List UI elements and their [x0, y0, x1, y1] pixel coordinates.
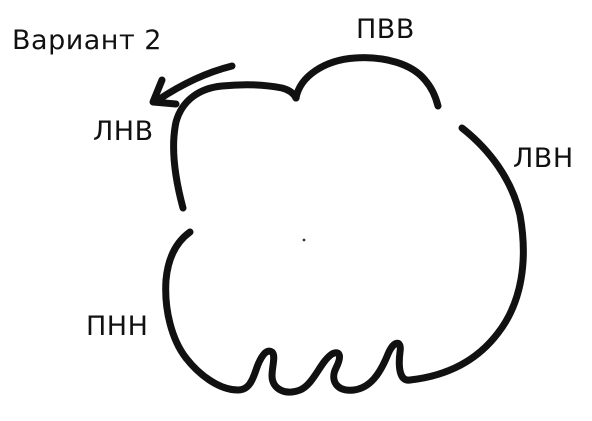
label-pvv: ПВВ [356, 14, 415, 45]
curve-upper-left [170, 81, 300, 212]
curve-top [292, 54, 442, 110]
direction-arrow-icon [149, 62, 236, 108]
curve-right [406, 124, 527, 384]
variant-title: Вариант 2 [12, 25, 162, 56]
curve-lower-left [162, 228, 194, 362]
center-dot [302, 238, 306, 242]
label-lnv: ЛНВ [93, 116, 154, 147]
label-pnn: ПНН [86, 311, 149, 342]
curve-bottom-loops [182, 339, 414, 396]
label-lvn: ЛВН [513, 143, 574, 174]
